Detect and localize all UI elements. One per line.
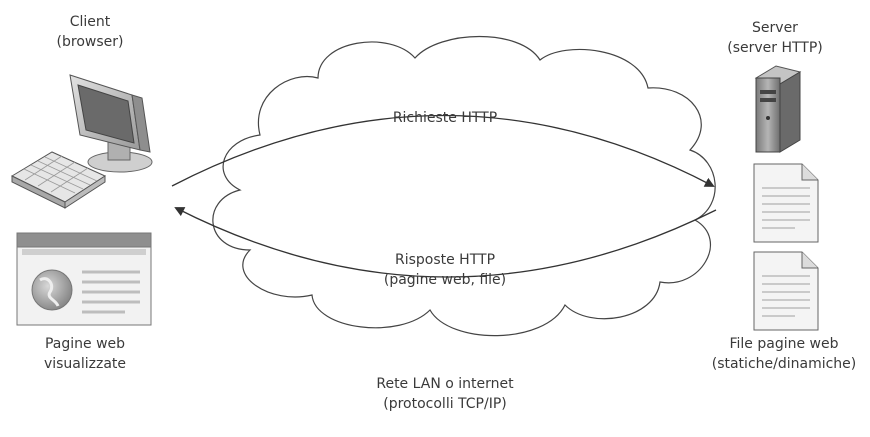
server-files-line2: (statiche/dinamiche) <box>711 356 857 372</box>
server-files-label: File pagine web (statiche/dinamiche) <box>702 334 866 374</box>
network-line1: Rete LAN o internet <box>376 376 514 392</box>
server-subtitle: (server HTTP) <box>727 40 823 56</box>
cloud-icon <box>212 36 716 337</box>
document-icon <box>753 163 819 243</box>
server-files-line1: File pagine web <box>729 336 839 352</box>
network-label: Rete LAN o internet (protocolli TCP/IP) <box>350 374 540 414</box>
server-tower-icon <box>754 65 802 153</box>
client-title: Client <box>69 14 111 30</box>
network-line2: (protocolli TCP/IP) <box>383 396 507 412</box>
responses-line2: (pagine web, file) <box>383 272 507 288</box>
responses-line1: Risposte HTTP <box>394 252 496 268</box>
keyboard-icon <box>10 151 107 209</box>
client-pages-line2: visualizzate <box>43 356 127 372</box>
server-title: Server <box>752 20 798 36</box>
client-subtitle: (browser) <box>56 34 124 50</box>
requests-text: Richieste HTTP <box>392 110 498 126</box>
client-pages-line1: Pagine web <box>44 336 126 352</box>
client-pages-label: Pagine web visualizzate <box>15 334 155 374</box>
server-label: Server (server HTTP) <box>710 18 840 58</box>
request-arrow <box>171 114 715 187</box>
response-arrow <box>174 207 717 278</box>
document-icon <box>753 251 819 331</box>
client-label: Client (browser) <box>20 12 160 52</box>
browser-window-icon <box>16 232 152 326</box>
responses-label: Risposte HTTP (pagine web, file) <box>355 250 535 290</box>
computer-icon <box>69 74 153 173</box>
requests-label: Richieste HTTP <box>360 108 530 128</box>
